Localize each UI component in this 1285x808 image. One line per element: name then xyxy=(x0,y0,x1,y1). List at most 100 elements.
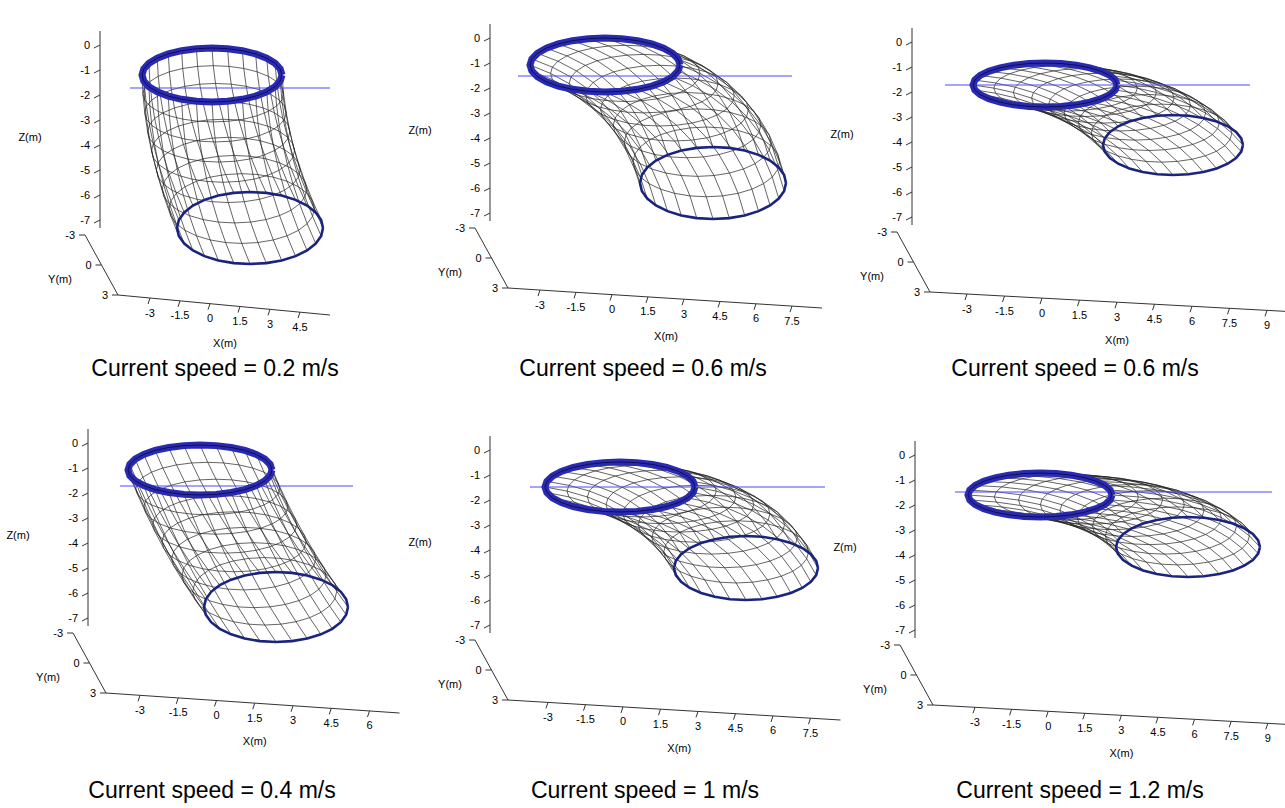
panel-caption: Current speed = 0.2 m/s xyxy=(91,357,338,380)
bottom-ring xyxy=(204,572,348,642)
tick-mark xyxy=(94,95,100,98)
net-line xyxy=(573,507,701,593)
tick-mark xyxy=(502,288,508,289)
tick-mark xyxy=(484,525,490,528)
net-line xyxy=(638,41,745,151)
y-axis xyxy=(897,232,930,292)
z-tick-label: -3 xyxy=(68,513,78,524)
net-line xyxy=(256,96,296,256)
tick-mark xyxy=(67,633,73,634)
x-tick-label: 9 xyxy=(1264,320,1270,331)
y-tick-label: -3 xyxy=(455,635,465,646)
net-line xyxy=(1061,64,1189,116)
x-axis xyxy=(933,705,1285,725)
tick-mark xyxy=(1229,721,1231,727)
net-line xyxy=(184,446,260,573)
floating-collar-edge xyxy=(128,445,272,495)
x-axis xyxy=(508,700,841,720)
x-tick-label: 1.5 xyxy=(653,719,668,730)
bottom-ring xyxy=(674,536,818,600)
net-cage xyxy=(142,48,323,264)
axis-title: Z(m) xyxy=(6,530,29,541)
tick-mark xyxy=(82,593,88,596)
z-tick-label: -4 xyxy=(892,137,902,148)
x-tick-label: -3 xyxy=(970,717,980,728)
net-cage xyxy=(530,38,786,219)
tick-mark xyxy=(734,714,736,720)
net-line xyxy=(1056,516,1204,576)
y-tick-label: 3 xyxy=(102,290,108,301)
tick-mark xyxy=(486,258,492,259)
y-axis xyxy=(475,228,508,288)
x-tick-label: -1.5 xyxy=(995,306,1014,317)
z-tick-label: -2 xyxy=(80,90,90,101)
z-tick-label: 0 xyxy=(899,450,905,461)
tick-mark xyxy=(484,450,490,453)
tick-mark xyxy=(909,455,915,458)
y-axis xyxy=(475,640,508,700)
tick-mark xyxy=(148,298,150,304)
net-line xyxy=(1110,75,1236,132)
tick-mark xyxy=(82,518,88,521)
x-tick-label: 4.5 xyxy=(1147,314,1162,325)
axis-title: Y(m) xyxy=(36,672,60,683)
axis-title: X(m) xyxy=(243,736,267,747)
tick-mark xyxy=(176,698,178,704)
tick-mark xyxy=(1040,298,1042,304)
z-tick-label: -3 xyxy=(892,112,902,123)
net-line xyxy=(228,49,267,193)
z-tick-label: -4 xyxy=(470,133,480,144)
y-axis xyxy=(73,633,106,693)
net-line xyxy=(155,490,231,635)
z-axis xyxy=(100,31,101,228)
net-cage xyxy=(545,462,818,600)
tick-mark xyxy=(610,295,612,301)
y-tick-label: -3 xyxy=(880,640,890,651)
net-line xyxy=(605,92,713,219)
x-tick-label: -3 xyxy=(543,712,553,723)
floating-collar xyxy=(973,63,1117,107)
tick-mark xyxy=(894,645,900,646)
x-tick-label: -3 xyxy=(535,300,545,311)
panel-caption: Current speed = 0.6 m/s xyxy=(951,357,1198,380)
net-line xyxy=(1115,80,1241,138)
x-tick-label: 0 xyxy=(207,313,213,324)
net-ring xyxy=(152,119,295,182)
net-line xyxy=(149,63,184,212)
mooring-line xyxy=(945,84,1250,85)
net-line xyxy=(216,494,292,641)
tick-mark xyxy=(906,167,912,170)
tick-mark xyxy=(909,555,915,558)
z-tick-label: -2 xyxy=(470,495,480,506)
panel-caption: Current speed = 0.6 m/s xyxy=(519,357,766,380)
tick-mark xyxy=(82,443,88,446)
net-line xyxy=(1110,490,1258,540)
x-tick-label: 1.5 xyxy=(1072,310,1087,321)
x-tick-label: 6 xyxy=(753,313,759,324)
bottom-ring xyxy=(640,147,786,219)
tick-mark xyxy=(909,505,915,508)
tick-mark xyxy=(215,701,217,707)
z-tick-label: -5 xyxy=(895,575,905,586)
net-line xyxy=(1009,515,1157,574)
net-line xyxy=(546,48,656,160)
z-tick-label: -4 xyxy=(895,550,905,561)
axis-title: X(m) xyxy=(654,331,678,342)
x-axis xyxy=(508,288,822,308)
y-tick-label: -3 xyxy=(53,628,63,639)
tick-mark xyxy=(484,550,490,553)
z-tick-label: -7 xyxy=(80,215,90,226)
tick-mark xyxy=(1265,310,1267,316)
z-axis xyxy=(88,429,89,626)
tick-mark xyxy=(906,92,912,95)
net-line xyxy=(1101,71,1227,126)
mooring-line xyxy=(530,486,825,487)
z-tick-label: -1 xyxy=(892,62,902,73)
z-tick-label: 0 xyxy=(84,40,90,51)
tick-mark xyxy=(484,625,490,628)
z-tick-label: -7 xyxy=(892,212,902,223)
x-tick-label: 0 xyxy=(609,304,615,315)
tick-mark xyxy=(486,670,492,671)
tick-mark xyxy=(291,706,293,712)
